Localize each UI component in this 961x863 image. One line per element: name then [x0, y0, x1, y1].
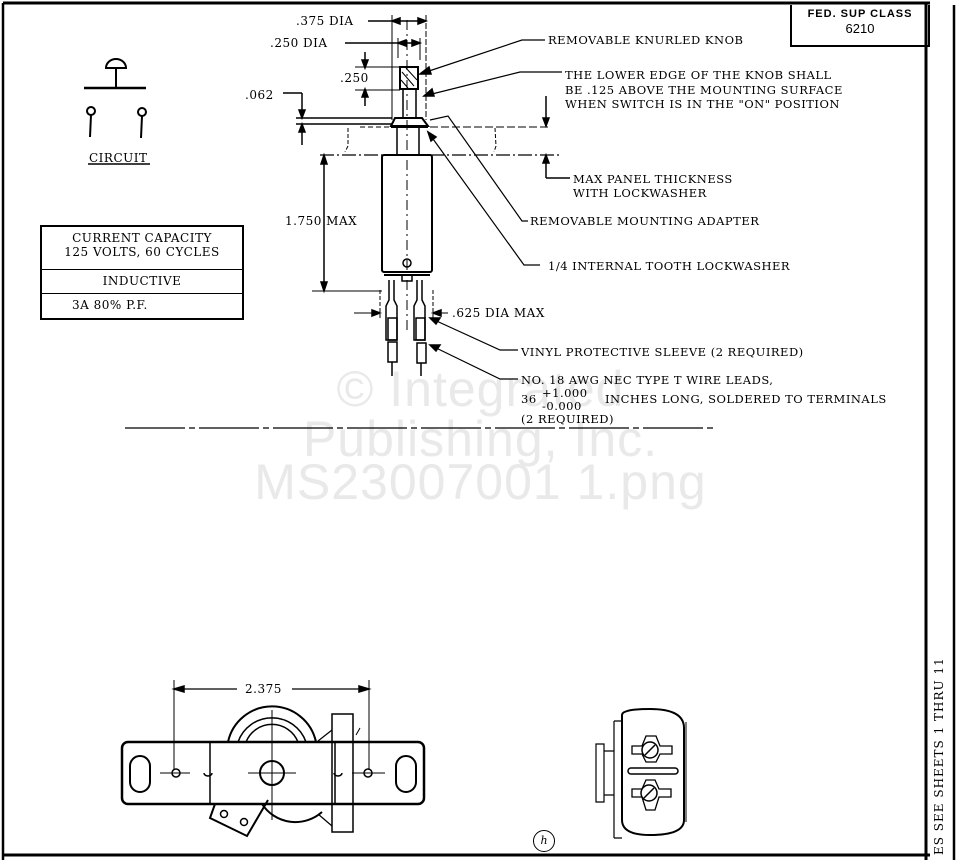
rating-row-type: INDUCTIVE: [42, 269, 242, 292]
callout-leads-line2: INCHES LONG, SOLDERED TO TERMINALS: [605, 392, 887, 406]
dim-shaft-dia: .250 DIA: [270, 36, 328, 50]
fed-sup-class-label: FED. SUP CLASS: [807, 8, 913, 20]
margin-note: ES SEE SHEETS 1 THRU 11: [932, 657, 946, 855]
circuit-symbol: [84, 58, 150, 165]
callout-mounting-adapter: REMOVABLE MOUNTING ADAPTER: [530, 214, 760, 228]
fed-sup-class-value: 6210: [845, 21, 875, 36]
rating-row-rating: 3A 80% P.F.: [42, 293, 242, 316]
rating-table: CURRENT CAPACITY 125 VOLTS, 60 CYCLES IN…: [40, 225, 244, 320]
circuit-label: CIRCUIT: [89, 151, 148, 165]
callout-panel-thickness: MAX PANEL THICKNESS WITH LOCKWASHER: [573, 172, 733, 200]
callout-leads-length: 36: [521, 392, 537, 406]
callout-knob-edge: THE LOWER EDGE OF THE KNOB SHALL BE .125…: [565, 68, 843, 111]
dim-knob-height: .250: [340, 71, 369, 85]
dim-mounting-span: 2.375: [242, 682, 285, 696]
callout-leads-line1: NO. 18 AWG NEC TYPE T WIRE LEADS,: [521, 373, 774, 387]
callout-sleeve: VINYL PROTECTIVE SLEEVE (2 REQUIRED): [521, 345, 804, 359]
dim-knob-dia: .375 DIA: [296, 14, 354, 28]
dim-body-length: 1.750 MAX: [285, 214, 358, 228]
dim-washer-thickness: .062: [245, 88, 274, 102]
callout-knob: REMOVABLE KNURLED KNOB: [548, 33, 744, 47]
callout-leads-line3: (2 REQUIRED): [521, 412, 614, 426]
callout-leads-tol-plus: +1.000: [542, 386, 588, 400]
dim-body-dia: .625 DIA MAX: [452, 306, 545, 320]
fed-sup-class-block: FED. SUP CLASS 6210: [790, 5, 930, 47]
sheet-marker: h: [533, 830, 555, 852]
bottom-view-bracket: [120, 680, 426, 838]
rating-row-capacity: CURRENT CAPACITY 125 VOLTS, 60 CYCLES: [64, 231, 220, 259]
callout-leads-tol-minus: -0.000: [542, 399, 582, 413]
end-view: [595, 707, 687, 839]
callout-lockwasher: 1/4 INTERNAL TOOTH LOCKWASHER: [548, 259, 791, 273]
